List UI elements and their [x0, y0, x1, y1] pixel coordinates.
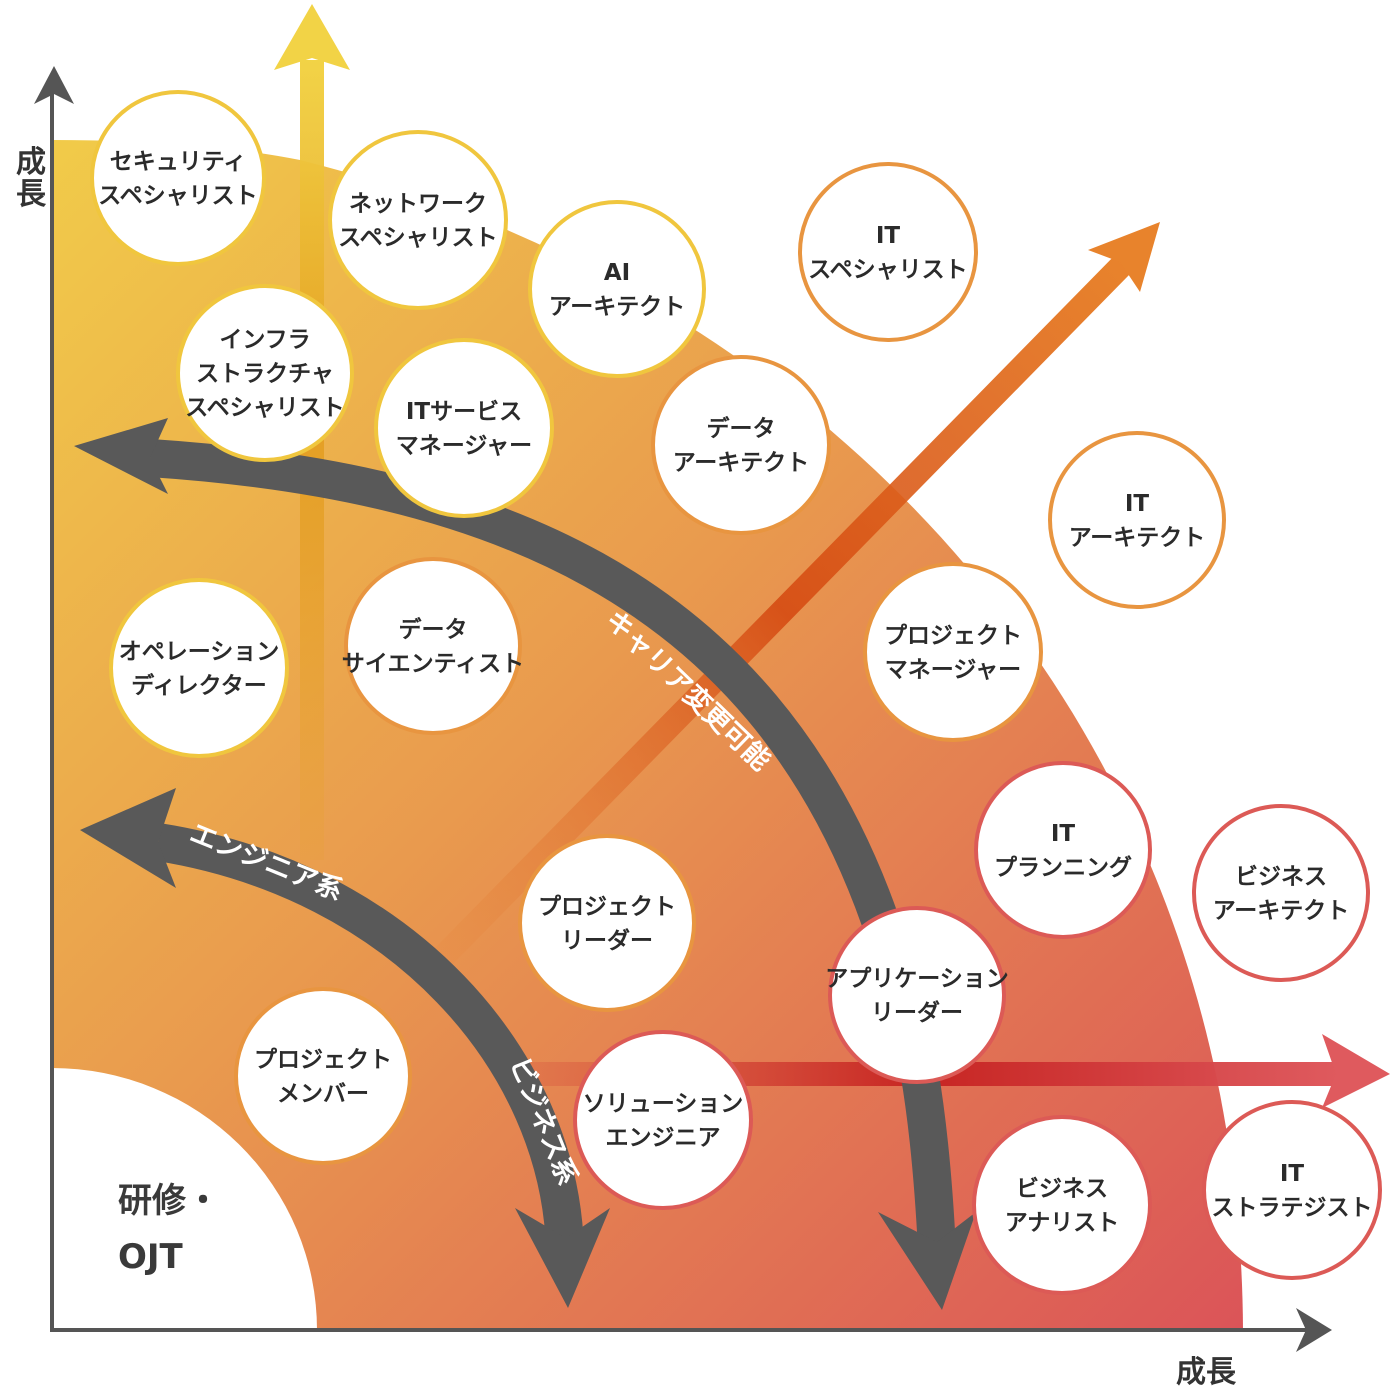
role-circle: [109, 578, 289, 758]
role-circle: [328, 130, 508, 310]
role-circle: [1048, 431, 1226, 609]
y-axis-label-char-2: 長: [16, 177, 47, 212]
role-circle: [528, 200, 706, 378]
role-label-line: ディレクター: [131, 672, 266, 699]
role-circle: [828, 906, 1006, 1084]
role-label-line: アーキテクト: [1213, 898, 1350, 924]
role-circle: [90, 90, 266, 266]
training-area: [52, 1068, 317, 1330]
training-label-line-2: OJT: [118, 1237, 184, 1277]
role-label-line: アーキテクト: [673, 450, 810, 476]
role-label-line: リーダー: [561, 927, 653, 954]
role-label-line: AI: [604, 260, 630, 286]
role-circle: [344, 557, 522, 735]
role-circle: [1202, 1100, 1382, 1280]
role-label-line: ストラクチャ: [196, 361, 334, 387]
role-label-line: リーダー: [871, 999, 963, 1026]
role-it-strategist: IT ストラテジスト: [1202, 1100, 1382, 1280]
role-circle: [176, 284, 354, 462]
role-circle: [374, 338, 554, 518]
role-label-line: データ: [399, 616, 468, 643]
role-circle: [974, 761, 1152, 939]
training-label-line-1: 研修・: [118, 1181, 220, 1221]
role-it-planning: IT プランニング: [974, 761, 1152, 939]
role-circle: [234, 987, 412, 1165]
y-axis: [34, 66, 74, 1330]
engineer-business-arrow: [80, 788, 610, 1308]
role-label-line: IT: [1280, 1161, 1305, 1187]
role-label-line: ビジネス: [1016, 1176, 1108, 1202]
role-label-line: プロジェクト: [538, 894, 676, 920]
role-circle: [651, 355, 831, 535]
role-label-line: プロジェクト: [254, 1047, 392, 1073]
role-label-line: マネージャー: [885, 657, 1021, 683]
role-label-line: スペシャリスト: [98, 183, 257, 209]
career-change-arrow: [74, 418, 976, 1310]
role-label-line: オペレーション: [119, 639, 280, 665]
role-label-line: ネットワーク: [349, 191, 487, 217]
role-circle: [972, 1115, 1152, 1295]
role-circle: [863, 562, 1043, 742]
role-label-line: アナリスト: [1005, 1210, 1120, 1236]
role-label-line: メンバー: [277, 1081, 369, 1107]
role-label-line: ビジネス: [1235, 864, 1327, 890]
role-it-architect: IT アーキテクト: [1048, 431, 1226, 609]
y-axis-label-char-1: 成: [16, 145, 46, 180]
role-label-line: データ: [707, 415, 776, 442]
role-label-line: スペシャリスト: [338, 225, 497, 251]
role-label-line: スペシャリスト: [185, 395, 344, 421]
role-label-line: サイエンティスト: [342, 651, 524, 677]
role-label-line: エンジニア: [606, 1125, 721, 1151]
role-label-line: ストラテジスト: [1212, 1195, 1373, 1221]
role-label-line: アプリケーション: [825, 966, 1009, 992]
role-label-line: スペシャリスト: [808, 257, 967, 283]
role-label-line: アーキテクト: [1069, 525, 1206, 551]
role-label-line: セキュリティ: [110, 149, 247, 175]
x-axis-label: 成長: [1176, 1355, 1237, 1389]
role-label-line: マネージャー: [396, 433, 532, 459]
role-circle: [1192, 804, 1370, 982]
role-label-line: IT: [1051, 821, 1076, 847]
role-circle: [573, 1030, 753, 1210]
role-label-line: IT: [1125, 491, 1150, 517]
role-label-line: インフラ: [219, 327, 310, 353]
x-axis: [50, 1308, 1332, 1352]
role-label-line: アーキテクト: [549, 294, 686, 320]
role-label-line: プロジェクト: [884, 623, 1022, 649]
diagonal-growth-arrow: [431, 222, 1160, 969]
role-ai-architect: AI アーキテクト: [528, 200, 706, 378]
role-label-line: ソリューション: [583, 1091, 744, 1117]
role-circle: [518, 834, 696, 1012]
role-label-line: ITサービス: [406, 399, 522, 425]
role-circle: [798, 162, 978, 342]
role-it-specialist: IT スペシャリスト: [798, 162, 978, 342]
role-label-line: プランニング: [994, 854, 1132, 881]
role-label-line: IT: [876, 223, 901, 249]
